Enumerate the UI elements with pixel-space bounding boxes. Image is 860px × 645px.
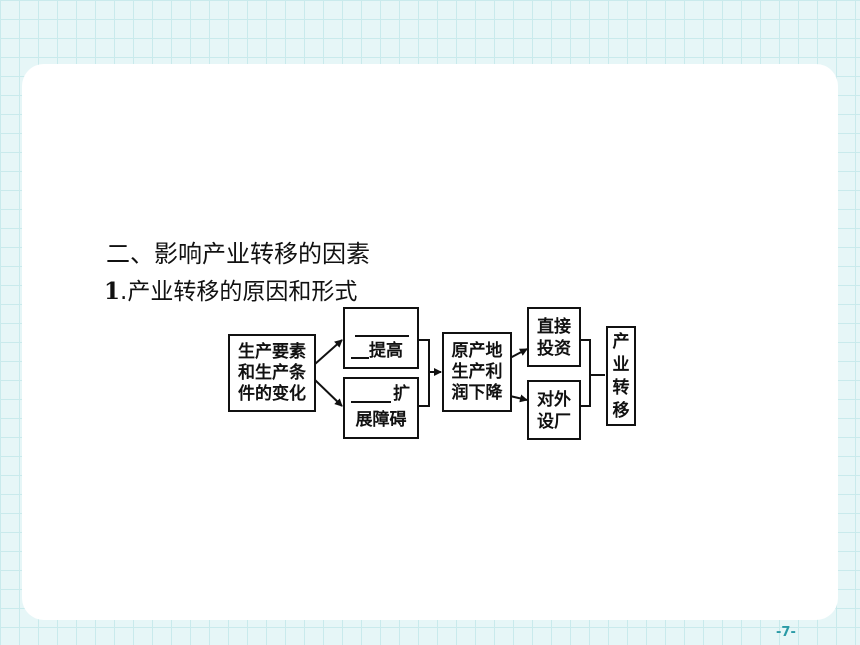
industry-transfer-box: 产 业 转 移 [606, 326, 636, 426]
arrow-to-overseas-factory [509, 394, 528, 403]
result-char-3: 转 [612, 378, 630, 398]
subsection-number: 1 [104, 278, 121, 305]
arrow-to-direct-investment [509, 348, 528, 359]
expansion-label-1: 扩 [393, 384, 410, 404]
result-char-2: 业 [612, 355, 630, 375]
upper-branch-connector [418, 339, 430, 372]
flowchart-connectors [314, 339, 605, 407]
profit-line-1: 原产地 [451, 341, 503, 361]
page-number: -7- [776, 625, 796, 640]
profit-decline-box: 原产地 生产利 润下降 [442, 332, 512, 412]
result-char-4: 移 [612, 401, 630, 421]
direct-investment-connector [580, 339, 605, 376]
overseas-factory-line-2: 设厂 [537, 412, 571, 432]
direct-investment-line-1: 直接 [537, 317, 571, 337]
industry-transfer-flowchart: 生产要素 和生产条 件的变化 提高 扩 展障碍 原产地 生产利 润下降 直接 投… [225, 304, 638, 442]
subsection-text: .产业转移的原因和形式 [120, 279, 358, 305]
section-title: 二、影响产业转移的因素 [106, 240, 370, 268]
factor-line-3: 件的变化 [238, 384, 306, 404]
lower-branch-connector [418, 372, 430, 407]
expansion-label-2: 展障碍 [355, 410, 407, 430]
profit-line-2: 生产利 [451, 362, 503, 382]
fill-blank-lower [351, 385, 391, 403]
cost-increase-label: 提高 [369, 341, 403, 361]
expansion-barrier-box: 扩 展障碍 [343, 377, 419, 439]
factor-change-box: 生产要素 和生产条 件的变化 [228, 334, 316, 412]
factor-line-1: 生产要素 [238, 342, 306, 362]
overseas-factory-box: 对外 设厂 [527, 380, 581, 440]
fill-blank-upper-1 [355, 319, 409, 337]
overseas-factory-line-1: 对外 [537, 390, 571, 410]
arrow-to-lower-branch [314, 379, 343, 407]
arrow-to-upper-branch [314, 339, 343, 365]
profit-line-3: 润下降 [451, 383, 503, 403]
cost-increase-box: 提高 [343, 307, 419, 369]
result-char-1: 产 [612, 332, 630, 352]
direct-investment-box: 直接 投资 [527, 307, 581, 367]
fill-blank-upper-2 [351, 341, 369, 359]
subsection-title: 1.产业转移的原因和形式 [104, 272, 357, 306]
direct-investment-line-2: 投资 [537, 339, 571, 359]
factor-line-2: 和生产条 [238, 363, 306, 383]
overseas-factory-connector [580, 375, 591, 407]
